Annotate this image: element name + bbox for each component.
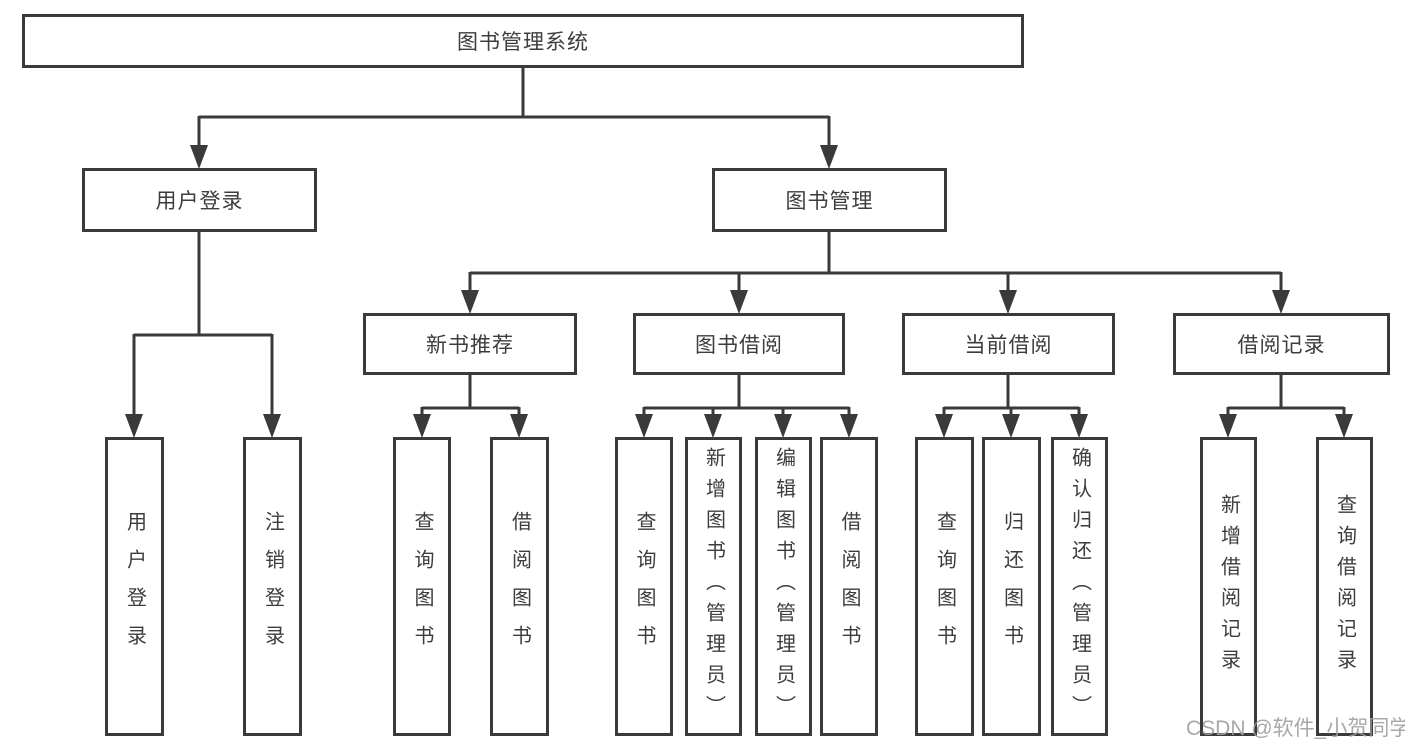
node-new-book-recommend-label: 新书推荐 [426,334,514,357]
leaf-return-books-label: 归还图书 [1000,510,1023,663]
node-root-label: 图书管理系统 [457,31,589,54]
leaf-add-borrow-record-label: 新增借阅记录 [1217,493,1240,680]
leaf-confirm-return-admin-label: 确认归还（管理员） [1068,447,1091,726]
node-root: 图书管理系统 [22,14,1024,68]
node-book-borrow: 图书借阅 [633,313,845,375]
node-new-book-recommend: 新书推荐 [363,313,577,375]
leaf-borrow-books-label: 借阅图书 [838,510,860,663]
node-user-login: 用户登录 [82,168,317,232]
leaf-add-books-admin-label: 新增图书（管理员） [702,447,725,726]
leaf-query-books-borrow-label: 查询图书 [633,510,655,663]
leaf-logout-label: 注销登录 [261,510,284,663]
leaf-query-borrow-record: 查询借阅记录 [1316,437,1373,736]
node-book-borrow-label: 图书借阅 [695,334,783,357]
leaf-query-books-recommend-label: 查询图书 [411,510,433,663]
leaf-borrow-books-recommend-label: 借阅图书 [508,510,531,663]
node-current-borrow: 当前借阅 [902,313,1115,375]
leaf-confirm-return-admin: 确认归还（管理员） [1051,437,1108,736]
leaf-borrow-books-recommend: 借阅图书 [490,437,549,736]
leaf-add-books-admin: 新增图书（管理员） [685,437,742,736]
leaf-user-login: 用户登录 [105,437,164,736]
leaf-edit-books-admin: 编辑图书（管理员） [755,437,812,736]
leaf-return-books: 归还图书 [982,437,1041,736]
node-current-borrow-label: 当前借阅 [964,334,1053,357]
node-book-management-label: 图书管理 [785,190,874,213]
node-book-management: 图书管理 [712,168,947,232]
leaf-query-borrow-record-label: 查询借阅记录 [1333,493,1356,680]
arrowheads [125,145,1353,438]
node-user-login-label: 用户登录 [155,190,244,213]
node-borrow-records-label: 借阅记录 [1237,334,1326,357]
leaf-add-borrow-record: 新增借阅记录 [1200,437,1257,736]
leaf-edit-books-admin-label: 编辑图书（管理员） [772,447,795,726]
leaf-user-login-label: 用户登录 [123,510,146,663]
leaf-logout: 注销登录 [243,437,302,736]
node-borrow-records: 借阅记录 [1173,313,1390,375]
leaf-query-books-borrow: 查询图书 [615,437,673,736]
leaf-query-books-recommend: 查询图书 [393,437,451,736]
leaf-query-books-current-label: 查询图书 [933,510,956,663]
watermark: CSDN @软件_小贺同学 [1186,717,1405,740]
leaf-query-books-current: 查询图书 [915,437,974,736]
leaf-borrow-books: 借阅图书 [820,437,878,736]
